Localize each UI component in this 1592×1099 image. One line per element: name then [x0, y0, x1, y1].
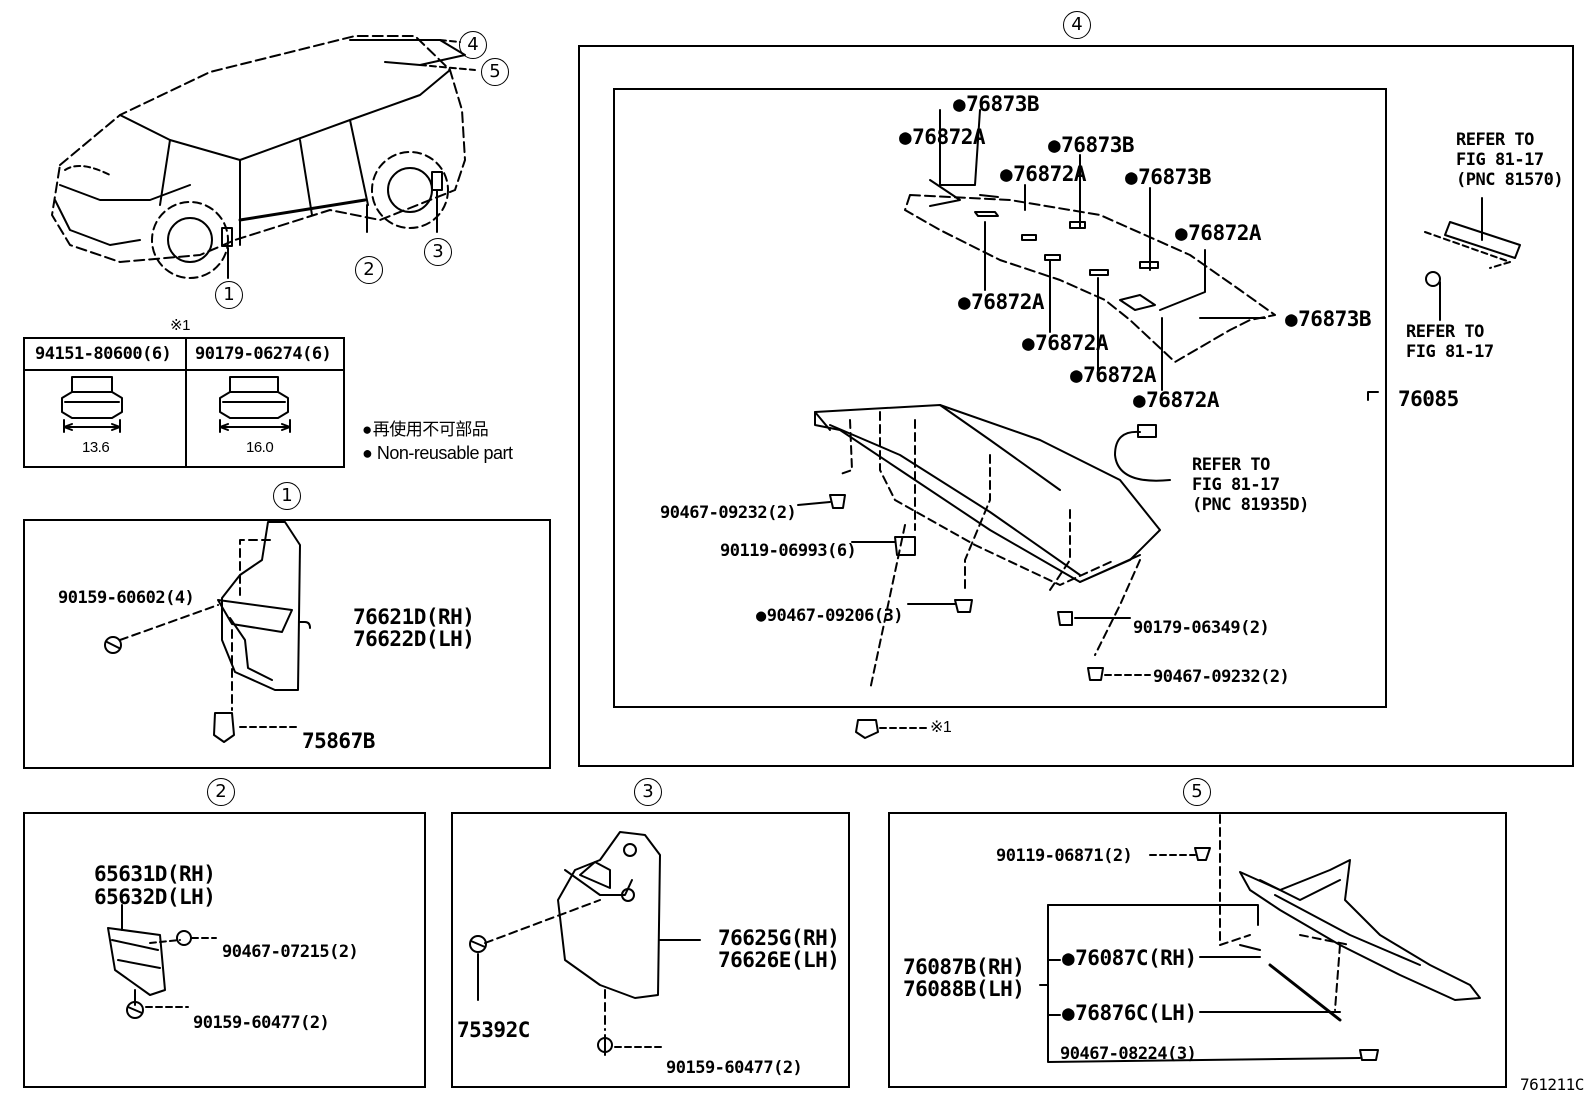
legend-jp: 再使用不可部品 — [362, 420, 489, 440]
p4-grommet[interactable]: 90119-06993(6) — [720, 541, 857, 561]
vehicle-illustration — [51, 35, 476, 279]
p4-tape-7[interactable]: 76872A — [958, 290, 1044, 314]
p5-spoiler-lh[interactable]: 76088B(LH) — [903, 977, 1025, 1001]
p4-spoiler[interactable]: 76085 — [1398, 387, 1459, 411]
p3-bolt[interactable]: 90159-60477(2) — [666, 1058, 803, 1078]
p4-refer-top-1[interactable]: REFER TO — [1456, 130, 1534, 150]
p4-ref-mark[interactable]: ※1 — [930, 719, 952, 736]
p4-refer-mid-2[interactable]: FIG 81-17 — [1406, 342, 1494, 362]
marker-2-vehicle[interactable]: 2 — [355, 256, 383, 284]
p4-tape-3[interactable]: 76873B — [1048, 133, 1134, 157]
panel3-art — [469, 831, 701, 1056]
p5-sub-rh[interactable]: 76087C(RH) — [1062, 946, 1197, 970]
p4-tape-4[interactable]: 76872A — [1000, 162, 1086, 186]
legend-en: Non-reusable part — [376, 443, 513, 463]
panel-4-inner-frame — [613, 88, 1387, 708]
p4-refer-wire-1[interactable]: REFER TO — [1192, 455, 1270, 475]
p1-bolt[interactable]: 90159-60602(4) — [58, 588, 195, 608]
p2-mudguard-rh[interactable]: 65631D(RH) — [94, 862, 216, 886]
panel-5-frame — [888, 812, 1507, 1088]
marker-4-panel: 4 — [1063, 11, 1091, 39]
marker-1-panel: 1 — [273, 482, 301, 510]
marker-3-vehicle[interactable]: 3 — [424, 238, 452, 266]
marker-3-panel: 3 — [634, 778, 662, 806]
p4-tape-5[interactable]: 76873B — [1125, 165, 1211, 189]
panel-1-frame — [23, 519, 551, 769]
nut-size-2: 16.0 — [246, 439, 274, 456]
p4-tape-9[interactable]: 76872A — [1022, 331, 1108, 355]
marker-5-vehicle[interactable]: 5 — [481, 58, 509, 86]
p2-clip[interactable]: 90467-07215(2) — [222, 942, 359, 962]
p4-clip-b[interactable]: 90467-09206(3) — [756, 606, 904, 626]
p4-tape-10[interactable]: 76872A — [1070, 363, 1156, 387]
p5-sub-lh[interactable]: 76876C(LH) — [1062, 1001, 1197, 1025]
p3-mudguard-rh[interactable]: 76625G(RH) — [718, 926, 840, 950]
panel1-art — [104, 521, 311, 743]
p4-tape-11[interactable]: 76872A — [1133, 388, 1219, 412]
marker-2-panel: 2 — [207, 778, 235, 806]
p5-clip-bottom[interactable]: 90467-08224(3) — [1060, 1044, 1197, 1064]
panel-4-frame — [578, 45, 1574, 767]
p2-bolt[interactable]: 90159-60477(2) — [193, 1013, 330, 1033]
marker-5-panel: 5 — [1183, 778, 1211, 806]
p3-mudguard-lh[interactable]: 76626E(LH) — [718, 948, 840, 972]
p4-clip-a[interactable]: 90467-09232(2) — [660, 503, 797, 523]
marker-4-vehicle[interactable]: 4 — [459, 31, 487, 59]
panel-2-frame — [23, 812, 426, 1088]
p4-nut[interactable]: 90179-06349(2) — [1133, 618, 1270, 638]
legend-dot-icon: ● — [362, 443, 373, 463]
p5-spoiler-rh[interactable]: 76087B(RH) — [903, 955, 1025, 979]
p1-mudguard-lh[interactable]: 76622D(LH) — [353, 627, 475, 651]
legend-en-row: ● Non-reusable part — [362, 443, 513, 463]
p4-tape-2[interactable]: 76872A — [899, 125, 985, 149]
nut-table-note: ※1 — [170, 317, 190, 334]
p4-tape-6[interactable]: 76872A — [1175, 221, 1261, 245]
p4-tape-8[interactable]: 76873B — [1285, 307, 1371, 331]
p1-mudguard-rh[interactable]: 76621D(RH) — [353, 605, 475, 629]
nut-size-1: 13.6 — [82, 439, 110, 456]
diagram-code: 761211C — [1520, 1075, 1584, 1094]
nut-table: 94151-80600(6) 90179-06274(6) — [23, 337, 345, 468]
marker-1-vehicle[interactable]: 1 — [215, 281, 243, 309]
p4-refer-wire-3[interactable]: (PNC 81935D) — [1192, 495, 1309, 515]
p1-clip[interactable]: 75867B — [302, 729, 375, 753]
p4-refer-wire-2[interactable]: FIG 81-17 — [1192, 475, 1280, 495]
panel5-art — [1039, 814, 1481, 1063]
p4-refer-mid-1[interactable]: REFER TO — [1406, 322, 1484, 342]
panel2-art — [107, 904, 217, 1019]
nut-part-2[interactable]: 90179-06274(6) — [195, 344, 332, 364]
p4-clip-c[interactable]: 90467-09232(2) — [1153, 667, 1290, 687]
p3-screw[interactable]: 75392C — [457, 1018, 530, 1042]
p4-refer-top-2[interactable]: FIG 81-17 — [1456, 150, 1544, 170]
p2-mudguard-lh[interactable]: 65632D(LH) — [94, 885, 216, 909]
panel4-art — [797, 109, 1521, 739]
nut-part-1[interactable]: 94151-80600(6) — [35, 344, 172, 364]
p4-refer-top-3[interactable]: (PNC 81570) — [1456, 170, 1564, 190]
p4-tape-1[interactable]: 76873B — [953, 92, 1039, 116]
panel-3-frame — [451, 812, 850, 1088]
p5-clip-top[interactable]: 90119-06871(2) — [996, 846, 1133, 866]
